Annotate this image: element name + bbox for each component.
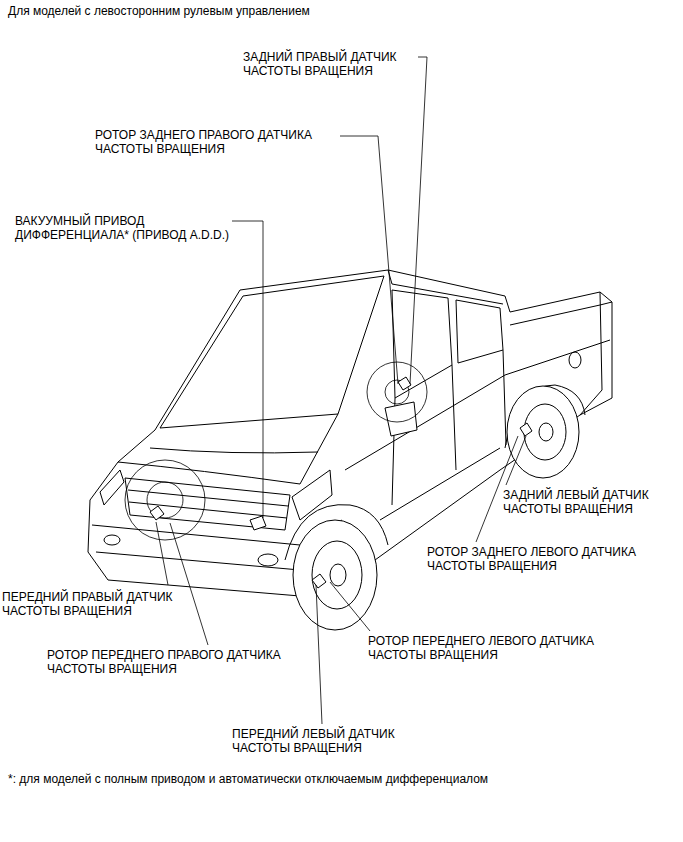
rocker [380,448,500,520]
front-left-tire [293,520,377,630]
add-actuator [250,516,266,530]
front-right-sensor [150,506,164,520]
page-title: Для моделей с левосторонним рулевым упра… [8,4,310,18]
leader-line [410,57,427,384]
footnote: *: для моделей с полным приводом и автом… [8,772,488,786]
front-left-hub [330,564,346,586]
rear-left-sensor [520,423,532,436]
front-right-wheel [125,460,205,540]
side-window [392,290,452,398]
hood [118,414,338,484]
phantom-wheels [125,362,427,540]
part-label: ВАКУУМНЫЙ ПРИВОД ДИФФЕРЕНЦИАЛА* (ПРИВОД … [15,214,232,242]
tailgate [580,292,602,415]
fog-light [104,535,120,545]
grille [125,478,290,530]
hood-line [150,448,318,453]
front-left-rim [312,541,362,609]
part-label: РОТОР ПЕРЕДНЕГО ПРАВОГО ДАТЧИКА ЧАСТОТЫ … [47,648,283,676]
leader-line [330,582,370,631]
part-label: РОТОР ЗАДНЕГО ПРАВОГО ДАТЧИКА ЧАСТОТЫ ВР… [95,128,314,156]
part-label: РОТОР ЗАДНЕГО ЛЕВОГО ДАТЧИКА ЧАСТОТЫ ВРА… [427,545,638,573]
part-label: ЗАДНИЙ ЛЕВЫЙ ДАТЧИК ЧАСТОТЫ ВРАЩЕНИЯ [503,488,651,516]
leader-line [316,585,322,724]
rear-left-tire [507,386,579,478]
part-label: ЗАДНИЙ ПРАВЫЙ ДАТЧИК ЧАСТОТЫ ВРАЩЕНИЯ [243,50,399,78]
leader-line [170,523,208,645]
leader-line [506,436,526,485]
part-label: РОТОР ПЕРЕДНЕГО ЛЕВОГО ДАТЧИКА ЧАСТОТЫ В… [368,634,596,662]
bed-rail [510,302,612,325]
leader-lines [152,57,526,724]
front-left-sensor [312,574,326,588]
fog-light [258,554,278,566]
leader-line [340,136,398,384]
headlight [292,470,332,520]
part-label: ПЕРЕДНИЙ ЛЕВЫЙ ДАТЧИК ЧАСТОТЫ ВРАЩЕНИЯ [232,727,397,755]
windshield [160,276,384,428]
fuel-cap [569,352,581,368]
mirror [385,402,417,436]
leader-line [156,522,168,585]
leader-line [152,221,263,518]
headlight-right [100,470,124,505]
side-window [456,300,503,363]
roof-line [388,270,503,304]
rear-left-hub [539,423,553,441]
rear-right-sensor [398,377,411,390]
part-label: ПЕРЕДНИЙ ПРАВЫЙ ДАТЧИК ЧАСТОТЫ ВРАЩЕНИЯ [2,590,175,618]
